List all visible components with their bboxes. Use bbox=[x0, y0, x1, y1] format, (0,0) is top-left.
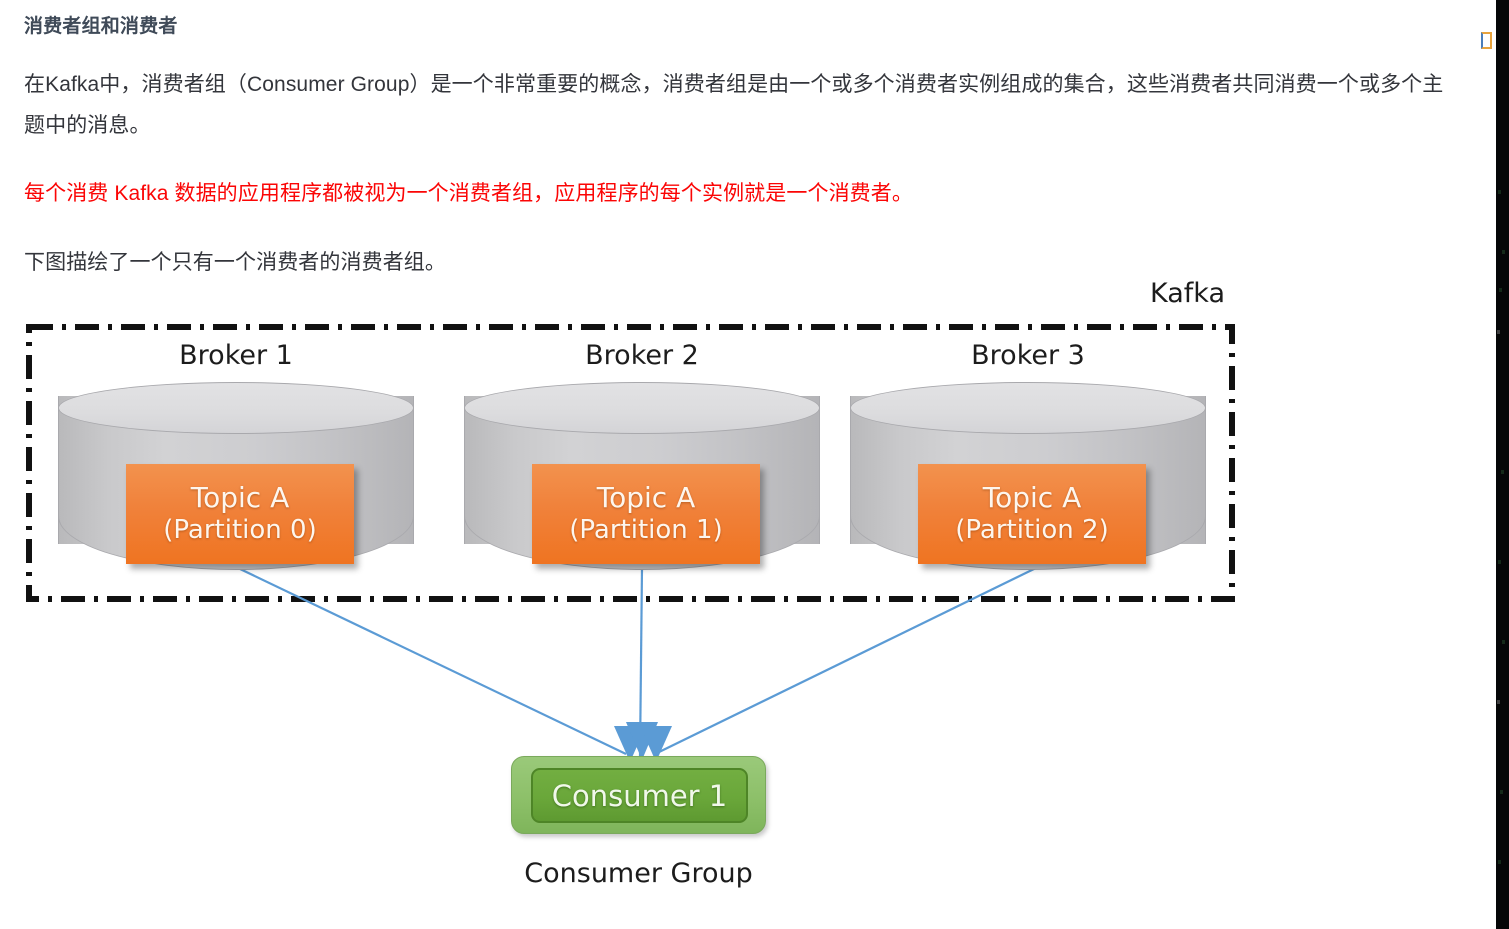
topic-name: Topic A bbox=[190, 481, 290, 514]
broker-1-label: Broker 1 bbox=[179, 340, 293, 371]
topic-name: Topic A bbox=[982, 481, 1082, 514]
arrow-head-broker-2 bbox=[626, 722, 658, 760]
topic-box-partition-2: Topic A (Partition 2) bbox=[918, 464, 1146, 564]
broker-2: Broker 2 Topic A (Partition 1) bbox=[464, 340, 820, 580]
broker-2-cylinder: Topic A (Partition 1) bbox=[464, 382, 820, 570]
topic-box-partition-0: Topic A (Partition 0) bbox=[126, 464, 354, 564]
broker-2-label: Broker 2 bbox=[585, 340, 699, 371]
kafka-consumer-group-diagram: Kafka Broker 1 bbox=[0, 270, 1400, 910]
topic-partition: (Partition 0) bbox=[163, 515, 317, 545]
consumer-1-label: Consumer 1 bbox=[551, 778, 728, 813]
topic-partition: (Partition 2) bbox=[955, 515, 1109, 545]
paragraph-figure-caption: 下图描绘了一个只有一个消费者的消费者组。 bbox=[24, 251, 446, 274]
broker-1: Broker 1 Topic A (Partition 0) bbox=[58, 340, 414, 580]
edge-marker-icon bbox=[1481, 32, 1492, 49]
broker-1-cylinder: Topic A (Partition 0) bbox=[58, 382, 414, 570]
kafka-cluster-boundary bbox=[26, 324, 1235, 602]
consumer-group-box: Consumer 1 bbox=[511, 756, 766, 834]
broker-3: Broker 3 Topic A (Partition 2) bbox=[850, 340, 1206, 580]
paragraph-highlight: 每个消费 Kafka 数据的应用程序都被视为一个消费者组，应用程序的每个实例就是… bbox=[24, 182, 913, 205]
cylinder-top bbox=[464, 382, 820, 434]
paragraph-intro: 在Kafka中，消费者组（Consumer Group）是一个非常重要的概念，消… bbox=[24, 73, 1444, 137]
consumer-1-box: Consumer 1 bbox=[531, 768, 748, 823]
topic-name: Topic A bbox=[596, 481, 696, 514]
topic-box-partition-1: Topic A (Partition 1) bbox=[532, 464, 760, 564]
kafka-cluster-label: Kafka bbox=[1150, 278, 1225, 309]
cluster-border-svg bbox=[26, 324, 1235, 602]
broker-3-label: Broker 3 bbox=[971, 340, 1085, 371]
consumer-group-label: Consumer Group bbox=[524, 858, 753, 889]
broker-3-cylinder: Topic A (Partition 2) bbox=[850, 382, 1206, 570]
cylinder-top bbox=[58, 382, 414, 434]
article-body: 消费者组和消费者 在Kafka中，消费者组（Consumer Group）是一个… bbox=[24, 12, 1464, 283]
right-gutter bbox=[1496, 0, 1509, 929]
topic-partition: (Partition 1) bbox=[569, 515, 723, 545]
cylinder-top bbox=[850, 382, 1206, 434]
page-title: 消费者组和消费者 bbox=[24, 16, 178, 37]
